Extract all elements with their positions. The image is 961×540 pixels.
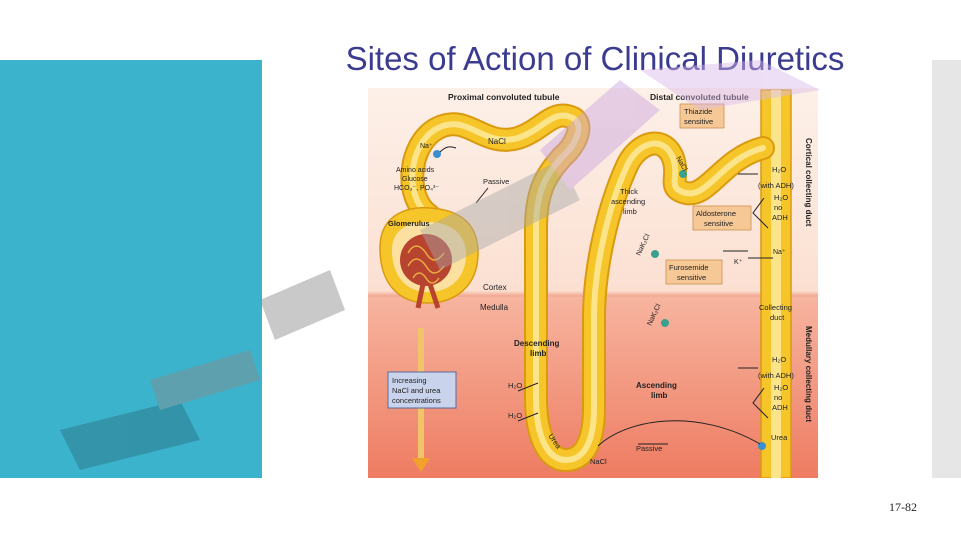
thick-label: Thick: [620, 187, 638, 196]
flow-arrows: [439, 146, 773, 447]
ascending-limb-label-1: Ascending: [636, 381, 677, 390]
transporter-distal: [679, 170, 687, 178]
glomerulus-label: Glomerulus: [388, 219, 430, 228]
slide-title: Sites of Action of Clinical Diuretics: [345, 40, 845, 77]
no-medullary: no: [774, 393, 782, 402]
with-adh-cortical: (with ADH): [758, 181, 794, 190]
h2o-cortical-no: H₂O: [774, 193, 788, 202]
page-number: 17-82: [889, 500, 917, 514]
furosemide-label-1: Furosemide: [669, 263, 709, 272]
collecting-duct-label-1: Collecting: [759, 303, 792, 312]
aldosterone-box: [692, 205, 752, 231]
with-adh-medullary: (with ADH): [758, 371, 794, 380]
medullary-duct-heading: Medullary collecting duct: [804, 326, 813, 422]
h2o-descending-1: H₂O: [508, 381, 522, 390]
distal-heading: Distal convoluted tubule: [650, 92, 749, 102]
proximal-heading: Proximal convoluted tubule: [448, 92, 560, 102]
cortex-label: Cortex: [483, 283, 507, 292]
increasing-label-line1: Increasing: [392, 376, 427, 385]
increasing-label-line3: concentrations: [392, 396, 441, 405]
na-cortical: Na⁺: [773, 249, 786, 256]
glomerulus-capillary-loops: [407, 245, 445, 284]
nephron-tubule-lumen: [409, 112, 766, 464]
no-cortical: no: [774, 203, 782, 212]
thiazide-label-2: sensitive: [684, 117, 713, 126]
na-plus-label: Na⁺: [420, 143, 433, 150]
adh-medullary: ADH: [772, 403, 788, 412]
teal-side-panel: [0, 60, 262, 478]
hco3-label: HCO₃⁻, PO₄³⁻: [394, 185, 439, 192]
descending-limb-label-2: limb: [530, 349, 547, 358]
collecting-duct-lumen: [771, 90, 781, 478]
transporter-thick-upper: [651, 250, 659, 258]
descending-limb-label-1: Descending: [514, 339, 559, 348]
increasing-gradient-arrowhead: [412, 458, 430, 472]
aldosterone-label-1: Aldosterone: [696, 209, 736, 218]
furosemide-label-2: sensitive: [677, 273, 706, 282]
thiazide-label-1: Thiazide: [684, 107, 712, 116]
furosemide-box: [665, 259, 723, 285]
medulla-label: Medulla: [480, 303, 509, 312]
h2o-descending-2: H₂O: [508, 411, 522, 420]
efferent-arteriole: [427, 283, 441, 309]
increasing-label-box: [387, 371, 457, 409]
adh-cortical: ADH: [772, 213, 788, 222]
thick-limb-label: limb: [623, 207, 637, 216]
collecting-duct-label-2: duct: [770, 313, 785, 322]
nephron-diagram: Proximal convoluted tubule Distal convol…: [368, 88, 818, 478]
amino-acids-label: Amino acids: [396, 167, 435, 174]
ascending-limb-label-2: limb: [651, 391, 668, 400]
nacl-proximal-label: NaCl: [488, 137, 506, 146]
passive-proximal-label: Passive: [483, 177, 509, 186]
h2o-cortical: H₂O: [772, 165, 786, 174]
h2o-medullary-no: H₂O: [774, 383, 788, 392]
increasing-label-line2: NaCl and urea: [392, 386, 441, 395]
h2o-medullary: H₂O: [772, 355, 786, 364]
thiazide-box: [679, 103, 725, 129]
gray-side-strip: [932, 60, 961, 478]
transporter-thick-lower: [661, 319, 669, 327]
nacl-loop-label: NaCl: [590, 457, 607, 466]
thick-ascending-label: ascending: [611, 197, 645, 206]
urea-duct-label: Urea: [771, 433, 788, 442]
afferent-arteriole: [415, 283, 426, 309]
transporter-proximal: [433, 150, 441, 158]
glucose-label: Glucose: [402, 176, 428, 183]
passive-loop-label: Passive: [636, 444, 662, 453]
k-cortical: K⁺: [734, 259, 743, 266]
aldosterone-label-2: sensitive: [704, 219, 733, 228]
cortical-duct-heading: Cortical collecting duct: [804, 138, 813, 227]
